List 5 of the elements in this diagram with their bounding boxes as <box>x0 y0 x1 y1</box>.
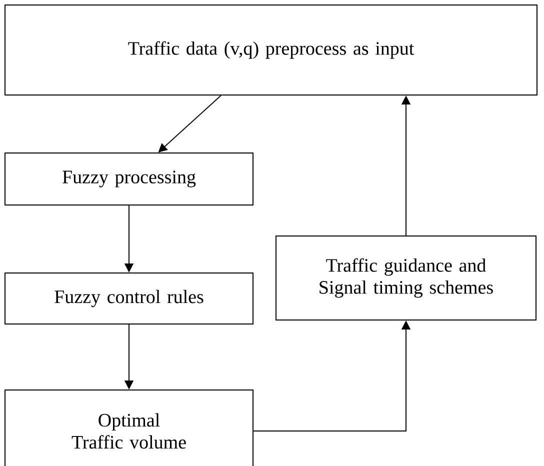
process-box: Fuzzy control rules <box>4 272 254 324</box>
process-box: Fuzzy processing <box>4 152 254 206</box>
process-box: Traffic data (v,q) preprocess as input <box>4 4 538 96</box>
process-box: Optimal Traffic volume <box>4 389 254 466</box>
process-box: Traffic guidance and Signal timing schemes <box>276 236 536 320</box>
